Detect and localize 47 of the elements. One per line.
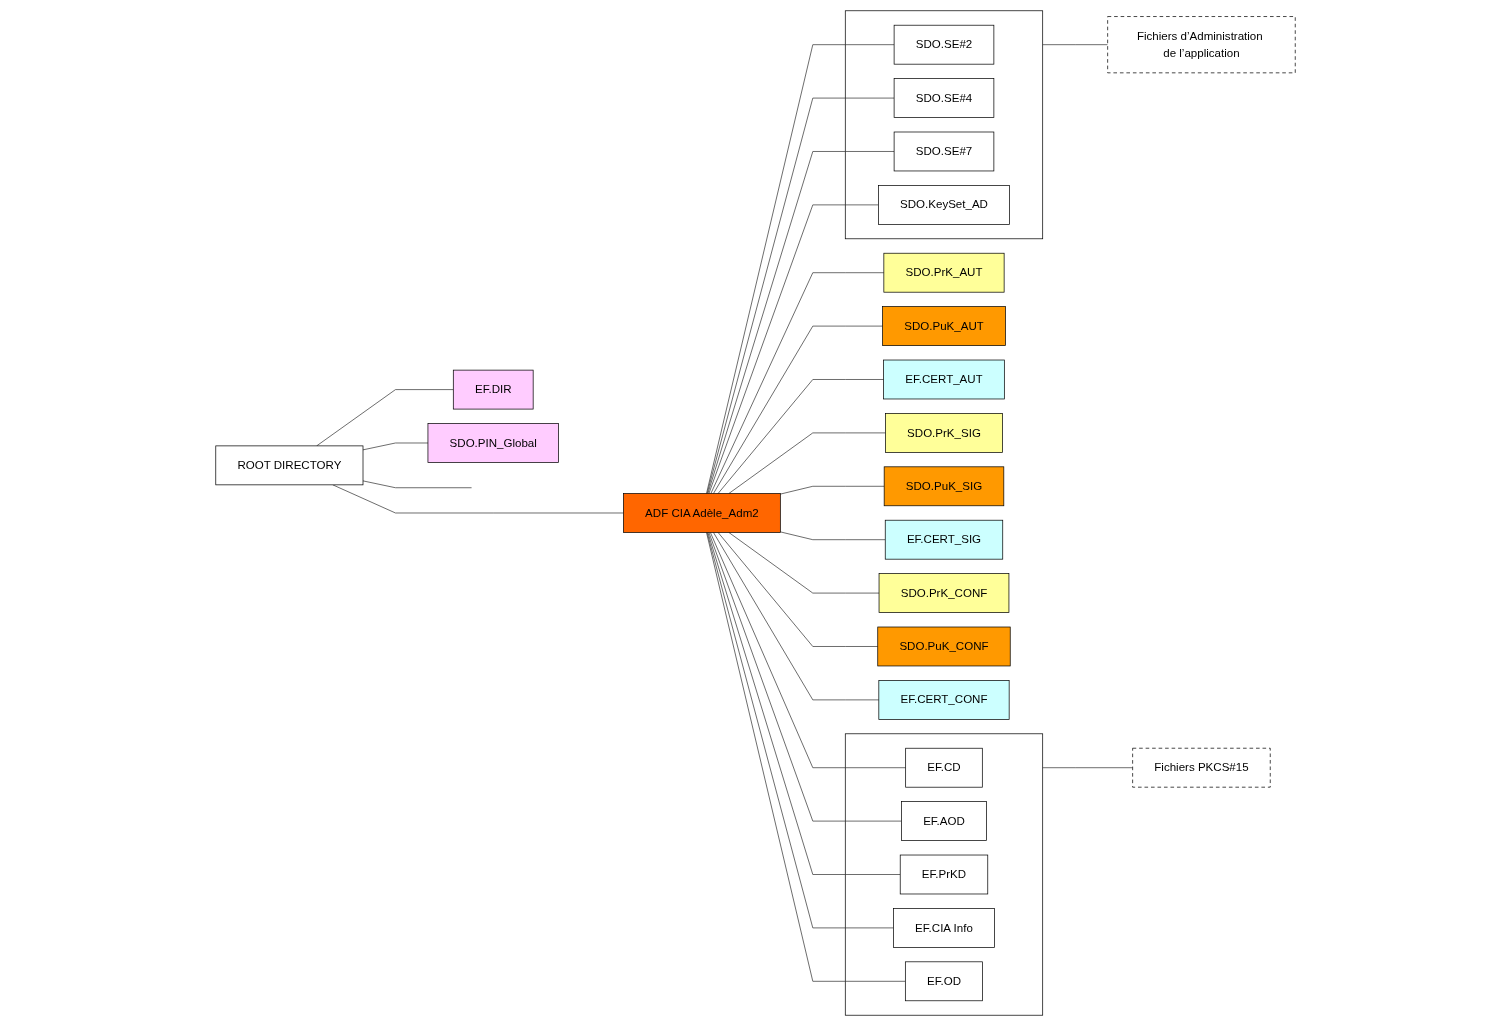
node-box: EF.CERT_CONF [878,680,1010,720]
node-box: EF.PrKD [899,854,989,895]
connector [332,484,624,514]
node-box: ROOT DIRECTORY [215,445,364,486]
connector [708,532,902,822]
connector [728,432,886,494]
node-box: SDO.SE#7 [893,131,995,172]
connector [706,532,906,982]
node-box: Fichiers d’Administration de l’application [1107,16,1296,74]
connector [717,379,884,494]
node-box: SDO.SE#2 [893,24,995,65]
node-box: EF.CD [905,747,983,788]
cluster [844,10,1044,240]
connector [779,531,886,541]
connector [708,204,879,494]
connector [707,532,901,875]
node-box: EF.CERT_AUT [883,359,1005,400]
node-box: Fichiers PKCS#15 [1132,747,1271,788]
connector [710,272,885,494]
node-box: SDO.PuK_AUT [882,306,1006,346]
node-box: SDO.PrK_CONF [878,573,1010,613]
node-box: EF.CERT_SIG [884,519,1004,560]
connector [713,325,883,494]
node-box: SDO.PrK_AUT [883,252,1005,293]
node-box: SDO.PuK_SIG [883,466,1005,507]
node-box: EF.DIR [452,369,534,410]
connector [713,532,880,701]
connector [710,532,906,769]
node-box: EF.CIA Info [893,908,995,948]
connector [362,480,472,489]
connector [316,389,454,447]
node-box: SDO.PuK_CONF [877,626,1011,667]
connector [717,532,879,647]
node-box: SDO.KeySet_AD [878,185,1010,225]
node-box: EF.OD [904,961,983,1002]
node-box: SDO.SE#4 [893,78,995,118]
cluster [844,733,1044,1016]
node-box: EF.AOD [901,801,987,841]
connector [1042,767,1133,769]
node-box: SDO.PrK_SIG [885,413,1003,453]
connector [706,532,894,929]
connector [362,442,429,451]
connector [728,532,880,594]
connector [779,485,885,495]
node-box: ADF CIA Adèle_Adm2 [623,493,781,533]
connector [1042,44,1108,46]
node-box: SDO.PIN_Global [427,423,559,463]
